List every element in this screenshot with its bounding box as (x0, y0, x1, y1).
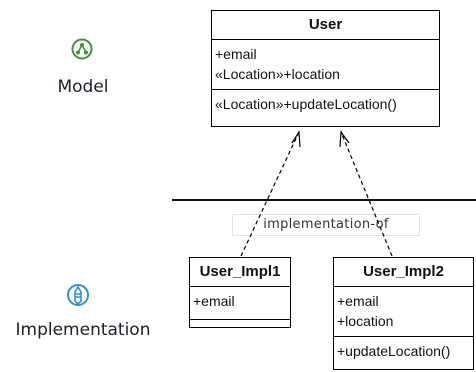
user-operations: «Location»+updateLocation() (212, 90, 439, 118)
user-impl2-operations: +updateLocation() (334, 337, 473, 365)
user-impl2-attributes: +email +location (334, 287, 473, 337)
user-class-name: User (212, 11, 439, 40)
level-divider (172, 199, 476, 201)
model-icon (71, 38, 93, 60)
user-impl2-op-update-location: +updateLocation() (337, 343, 451, 359)
user-class-box[interactable]: User +email «Location»+location «Locatio… (211, 10, 440, 127)
user-attributes: +email «Location»+location (212, 40, 439, 90)
user-attr-location: «Location»+location (215, 66, 340, 82)
user-impl1-class-name: User_Impl1 (190, 258, 290, 287)
impl2-to-user-arrow (339, 130, 393, 257)
user-impl2-class-box[interactable]: User_Impl2 +email +location +updateLocat… (333, 257, 474, 370)
user-impl1-attr-email: +email (193, 293, 235, 309)
user-impl2-class-name: User_Impl2 (334, 258, 473, 287)
user-attr-email: +email (215, 46, 257, 62)
model-level-label: Model (57, 77, 109, 97)
user-impl1-attributes: +email (190, 287, 290, 320)
pen-icon (67, 283, 89, 307)
impl1-to-user-arrow (240, 130, 301, 257)
user-impl1-class-box[interactable]: User_Impl1 +email (189, 257, 291, 328)
user-impl2-attr-email: +email (337, 293, 379, 309)
implementation-of-label: implementation-of (232, 214, 420, 236)
user-op-update-location: «Location»+updateLocation() (215, 96, 397, 112)
user-impl2-attr-location: +location (337, 313, 394, 329)
implementation-level-label: Implementation (15, 320, 151, 340)
